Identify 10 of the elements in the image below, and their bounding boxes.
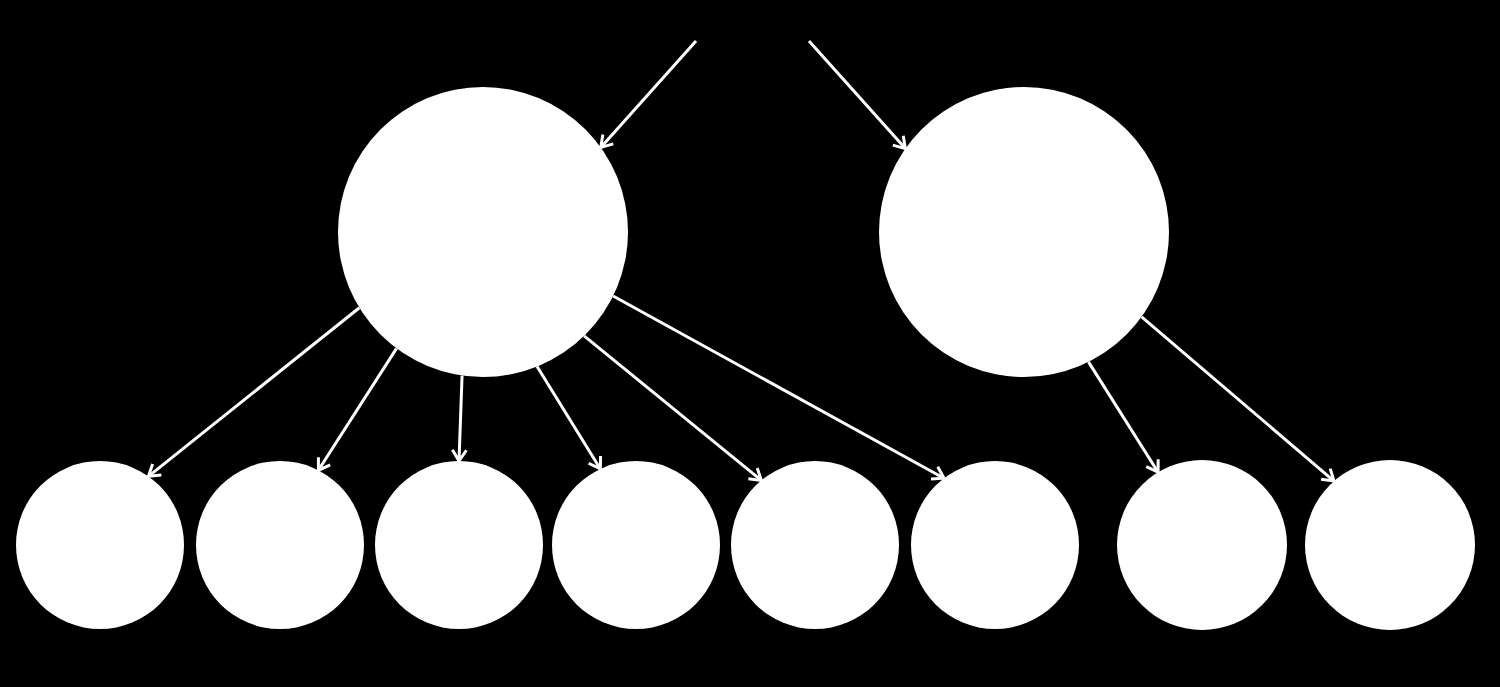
arrow — [612, 294, 946, 481]
arrow — [1140, 315, 1336, 483]
arrow — [1087, 361, 1160, 474]
arrow — [807, 40, 907, 151]
arrow — [450, 375, 468, 463]
arrow — [583, 334, 763, 482]
arrow — [535, 365, 603, 471]
arrow — [146, 306, 361, 478]
arrow — [316, 347, 398, 472]
arrow — [599, 40, 698, 149]
